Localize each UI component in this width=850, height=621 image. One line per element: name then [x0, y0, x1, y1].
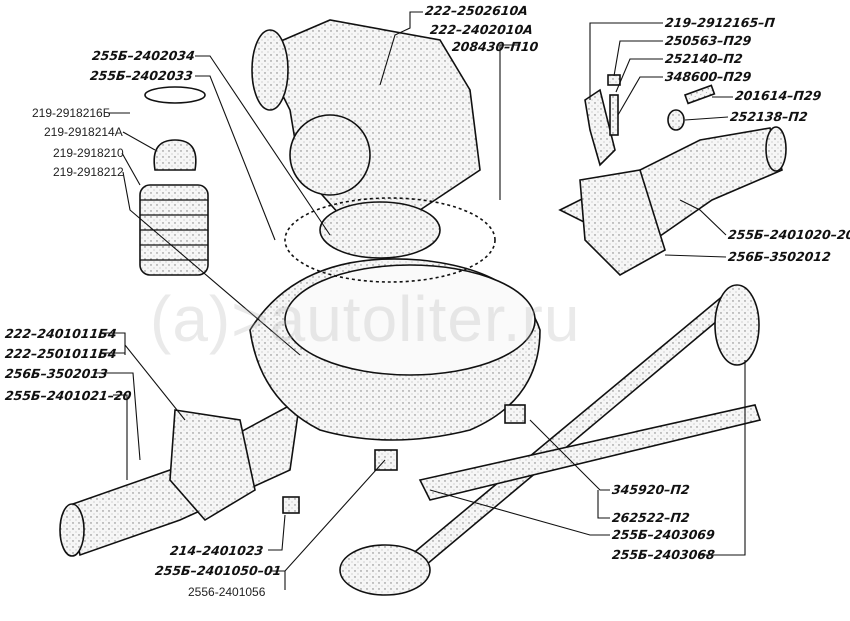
carrier-cover [289, 114, 371, 196]
part-label: 255Б–2402033 [89, 68, 194, 83]
left-tube-end [59, 503, 85, 557]
leader-lines [96, 11, 746, 590]
part-label: 262522–П2 [611, 510, 691, 525]
bracket [584, 88, 616, 167]
bolt [683, 84, 716, 105]
part-label: 222–2501011Б4 [4, 346, 118, 361]
pinion-flange [251, 29, 289, 111]
watermark: (a)>autoliter.ru [150, 283, 581, 355]
part-label: 255Б–2401021–20 [4, 388, 133, 403]
part-label: 214–2401023 [169, 543, 265, 558]
part-label: 250563–П29 [664, 33, 753, 48]
part-label: 255Б–2403068 [611, 547, 716, 562]
short-shaft-flange [339, 544, 431, 596]
nut [607, 74, 621, 86]
short-axle-shaft [418, 404, 762, 501]
part-label: 219-2918212 [53, 165, 124, 179]
retaining-ring [144, 86, 206, 104]
differential-carrier [258, 19, 481, 216]
part-label: 219-2918216Б [32, 106, 111, 120]
part-label: 348600–П29 [664, 69, 753, 84]
part-label: 255Б–2403069 [611, 527, 716, 542]
part-label: 256Б–3502012 [727, 249, 832, 264]
breather-cap [153, 139, 197, 171]
washer [667, 109, 685, 131]
ring-gear [319, 201, 441, 259]
part-label: 219-2918210 [53, 146, 124, 160]
part-label: 222–2401011Б4 [4, 326, 118, 341]
small-plug [282, 496, 300, 514]
part-label: 201614–П29 [734, 88, 823, 103]
right-spring-seat [579, 169, 666, 276]
part-label: 208430–П10 [451, 39, 540, 54]
housing-flange [284, 264, 536, 376]
left-spring-seat [169, 409, 256, 522]
gasket [284, 197, 496, 283]
long-shaft-flange [714, 284, 760, 366]
part-label: 256Б–3502013 [4, 366, 109, 381]
part-label: 2556-2401056 [188, 585, 266, 599]
right-tube-end [765, 126, 787, 172]
part-label: 222–2402010А [429, 22, 534, 37]
part-label: 255Б–2402034 [91, 48, 196, 63]
part-label: 222–2502610А [424, 3, 529, 18]
filler-plug [504, 404, 526, 424]
part-label: 252140–П2 [664, 51, 744, 66]
part-label: 345920–П2 [611, 482, 691, 497]
part-label: 219–2912165–П [664, 15, 776, 30]
part-label: 255Б–2401020–20 [727, 227, 850, 242]
part-label: 252138–П2 [729, 109, 809, 124]
part-label: 255Б–2401050–01 [154, 563, 283, 578]
stud [609, 94, 619, 136]
part-label: 219-2918214А [44, 125, 123, 139]
